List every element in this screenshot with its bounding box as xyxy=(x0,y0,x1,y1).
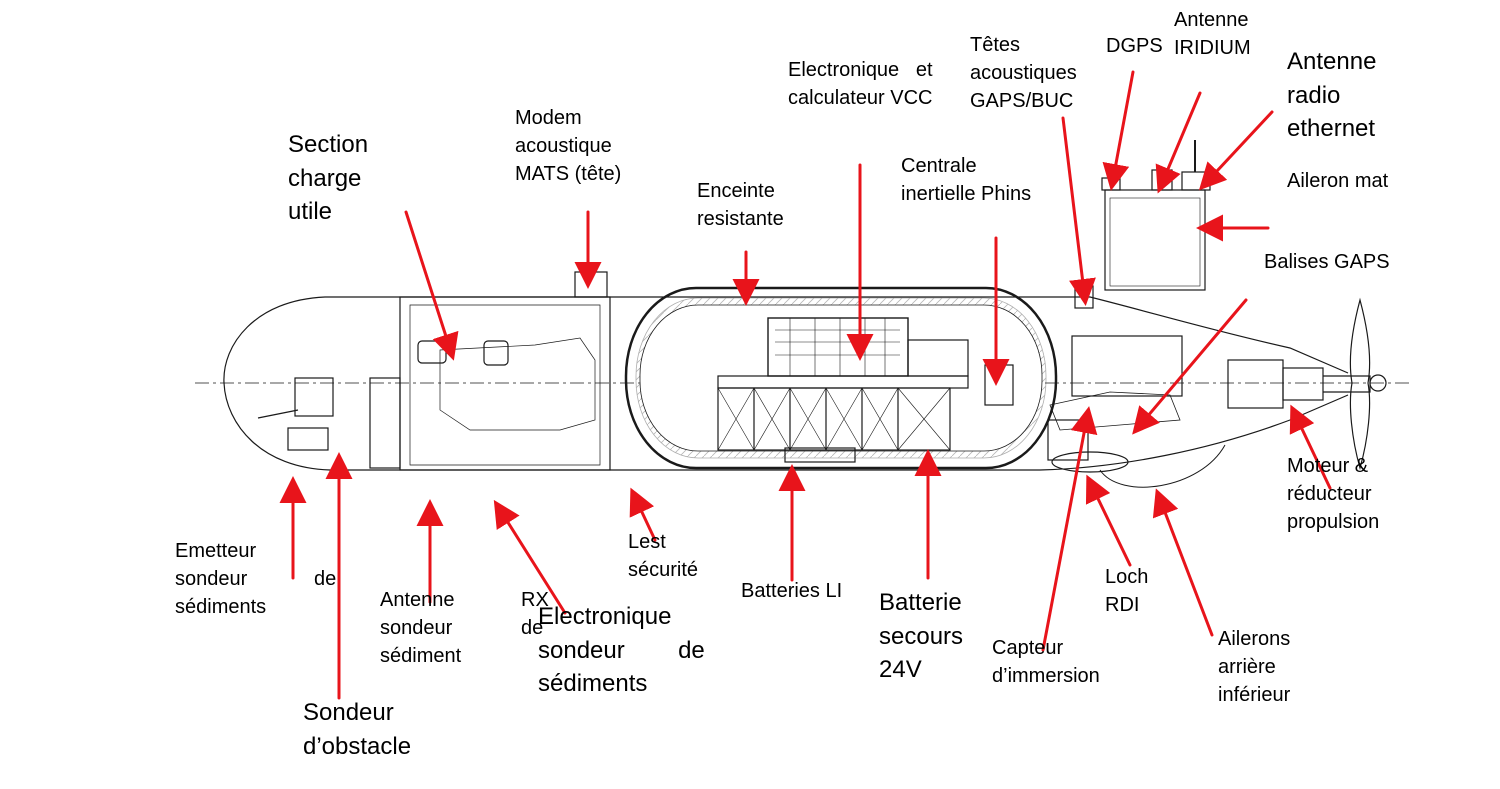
propeller xyxy=(1349,297,1371,471)
arrow-antenne-iridium xyxy=(1155,91,1202,194)
nose-fairing xyxy=(223,296,400,471)
payload-section xyxy=(399,296,611,471)
hull-top xyxy=(400,296,1349,374)
arrow-balises-gaps xyxy=(1132,298,1248,435)
arrow-ailerons-arriere xyxy=(1152,488,1214,637)
label-balises-gaps: Balises GAPS xyxy=(1264,251,1390,273)
arrow-dgps xyxy=(1102,70,1135,191)
front-instrument xyxy=(294,377,334,417)
arrow-section-charge xyxy=(404,210,459,361)
vehicle-drawing xyxy=(195,140,1410,488)
arrow-electronique-sondeur xyxy=(493,499,567,615)
pressure-hull xyxy=(624,286,1058,470)
arrow-lest xyxy=(629,487,657,542)
mast xyxy=(1104,189,1206,291)
arrow-loch-rdi xyxy=(1085,474,1132,567)
callout-arrows xyxy=(279,70,1332,700)
arrow-tetes-acoustiques xyxy=(1061,116,1096,306)
modem-head xyxy=(574,271,608,298)
label-batteries-li: Batteries LI xyxy=(741,580,843,602)
arrow-capteur-immersion xyxy=(1041,406,1098,652)
motor xyxy=(1227,359,1284,409)
label-aileron-mat: Aileron mat xyxy=(1287,170,1389,192)
arrow-moteur xyxy=(1289,404,1332,490)
arrow-antenne-radio xyxy=(1198,110,1274,191)
label-dgps: DGPS xyxy=(1106,35,1163,57)
